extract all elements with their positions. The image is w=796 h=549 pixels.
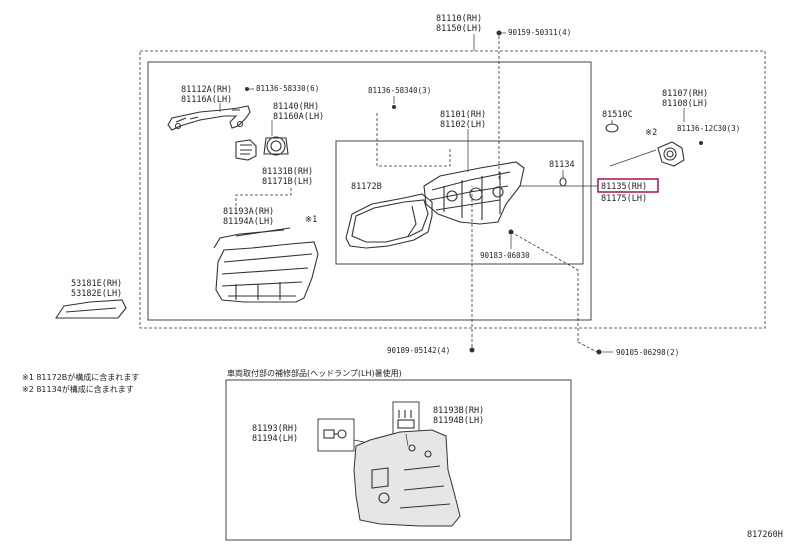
lens-housing-box	[335, 140, 584, 265]
highlight-81135[interactable]	[597, 178, 659, 193]
label-90183: 90183-06030	[480, 251, 530, 260]
screw-81136-12c30-icon	[699, 141, 703, 145]
label-81112a: 81112A(RH)	[181, 85, 232, 95]
label-81107: 81107(RH)	[662, 89, 708, 99]
label-81110: 81110(RH)	[436, 14, 482, 24]
headlamp-housing-81101	[423, 161, 525, 225]
inset-title: 車両取付部の補修部品(ヘッドランプ(LH)暑使用)	[227, 368, 402, 378]
label-81193a: 81193A(RH)	[223, 207, 274, 217]
label-81108: 81108(LH)	[662, 99, 708, 109]
label-81175: 81175(LH)	[601, 194, 647, 204]
bulb-socket-81107	[657, 141, 685, 167]
label-81102: 81102(LH)	[440, 120, 486, 130]
label-81136-58340: 81136-58340(3)	[368, 86, 431, 95]
label-81193b: 81193B(RH)	[433, 406, 484, 416]
lens-81131b	[215, 241, 319, 303]
label-81136-58330: 81136-58330(6)	[256, 84, 319, 93]
clip-81193b-icon	[397, 410, 415, 429]
screw-81136-58340-icon	[392, 105, 396, 109]
assembly-outline	[139, 50, 766, 329]
inset-81193-box	[317, 418, 355, 452]
label-81134: 81134	[549, 160, 575, 170]
label-90105: 90105-06298(2)	[616, 348, 679, 357]
mark-1-a: ※1	[305, 215, 317, 225]
gasket-81172b	[345, 193, 433, 249]
label-90159: 90159-50311(4)	[508, 28, 571, 37]
part-81510c	[605, 123, 619, 133]
label-81194b: 81194B(LH)	[433, 416, 484, 426]
label-81160a: 81160A(LH)	[273, 112, 324, 122]
mark-2: ※2	[645, 128, 657, 138]
label-81131b: 81131B(RH)	[262, 167, 313, 177]
bolt-90159-icon	[496, 30, 502, 36]
label-81171b: 81171B(LH)	[262, 177, 313, 187]
bolt-90105-icon	[596, 349, 602, 355]
inset-box	[225, 379, 572, 541]
label-53182e: 53182E(LH)	[71, 289, 122, 299]
label-81101: 81101(RH)	[440, 110, 486, 120]
label-81150: 81150(LH)	[436, 24, 482, 34]
headlamp-unit-box	[147, 61, 592, 321]
label-53181e: 53181E(RH)	[71, 279, 122, 289]
body-bracket	[353, 429, 461, 527]
clip-81193-icon	[323, 429, 347, 439]
note-1: ※1 81172Bが構成に含まれます	[22, 372, 139, 382]
label-81193: 81193(RH)	[252, 424, 298, 434]
figure-id: 817260H	[747, 530, 783, 540]
screw-81136-58330-icon	[245, 87, 249, 91]
label-81135[interactable]: 81135(RH)	[601, 182, 647, 192]
label-81140: 81140(RH)	[273, 102, 319, 112]
part-81134	[559, 177, 567, 187]
trim-53181e	[54, 299, 127, 319]
label-81136-12c30: 81136-12C30(3)	[677, 124, 740, 133]
label-81116a: 81116A(LH)	[181, 95, 232, 105]
label-81510c: 81510C	[602, 110, 633, 120]
bolt-90189-icon	[469, 347, 475, 353]
label-81194: 81194(LH)	[252, 434, 298, 444]
inset-81193b-box	[392, 401, 420, 435]
label-81172b: 81172B	[351, 182, 382, 192]
label-90189: 90189-05142(4)	[387, 346, 450, 355]
lamp-81140	[235, 136, 289, 161]
note-2: ※2 81134が構成に含まれます	[22, 384, 134, 394]
label-81194a: 81194A(LH)	[223, 217, 274, 227]
